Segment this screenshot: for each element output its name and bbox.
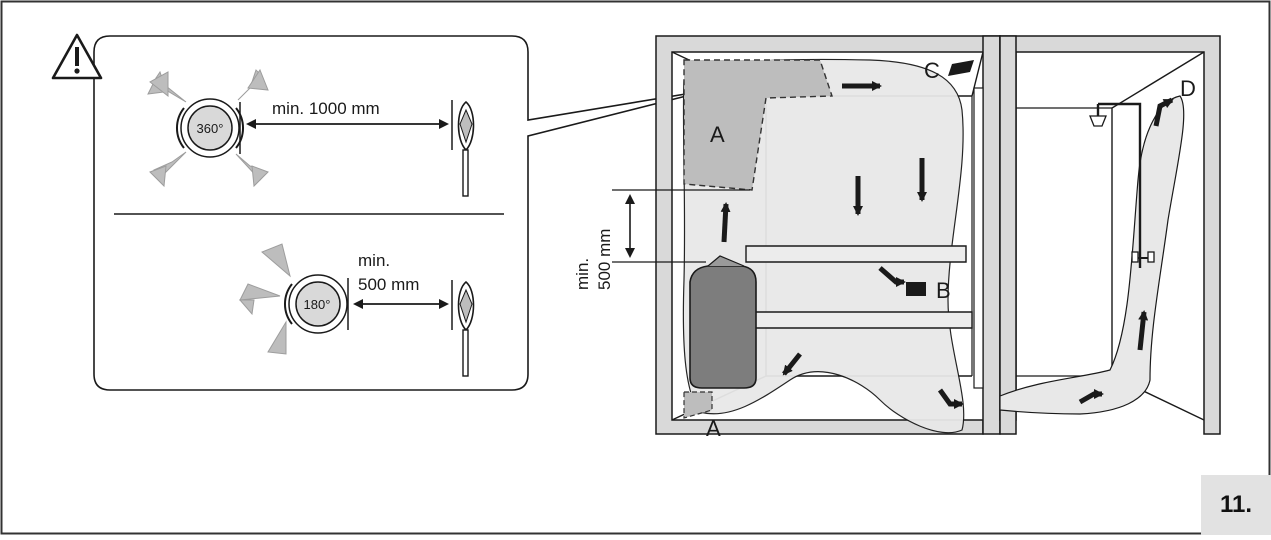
sauna-partition-wall xyxy=(983,36,1000,434)
exhaust-vent-b xyxy=(906,282,926,296)
sauna-door xyxy=(974,88,983,388)
zone-a-top-label: A xyxy=(710,122,725,147)
distance-1000-label: min. 1000 mm xyxy=(272,99,380,118)
figure-number: 11. xyxy=(1201,475,1271,535)
washroom: D xyxy=(1000,36,1220,434)
sauna-room: A A B C min. 500 mm xyxy=(573,36,1000,441)
upper-bench xyxy=(746,246,966,262)
angle-180-label: 180° xyxy=(304,297,331,312)
lower-bench xyxy=(754,312,972,328)
inset-callout-border xyxy=(94,36,710,390)
zone-a-bottom xyxy=(684,392,712,418)
vertical-distance-label-line1: min. xyxy=(573,258,592,290)
sauna-heater xyxy=(690,256,756,388)
distance-500-label-line1: min. xyxy=(358,251,390,270)
zone-a-bottom-label: A xyxy=(706,416,721,441)
inset-panel: 360° min. 1000 mm 180° min. 500 mm xyxy=(53,35,710,390)
vent-c-label: C xyxy=(924,58,940,83)
angle-360-label: 360° xyxy=(197,121,224,136)
vent-b-label: B xyxy=(936,278,951,303)
vent-d-label: D xyxy=(1180,76,1196,101)
airflow-region-washroom xyxy=(1000,96,1184,414)
vertical-distance-label-line2: 500 mm xyxy=(595,229,614,290)
exhaust-vent-c xyxy=(948,60,974,76)
distance-500-label-line2: 500 mm xyxy=(358,275,419,294)
